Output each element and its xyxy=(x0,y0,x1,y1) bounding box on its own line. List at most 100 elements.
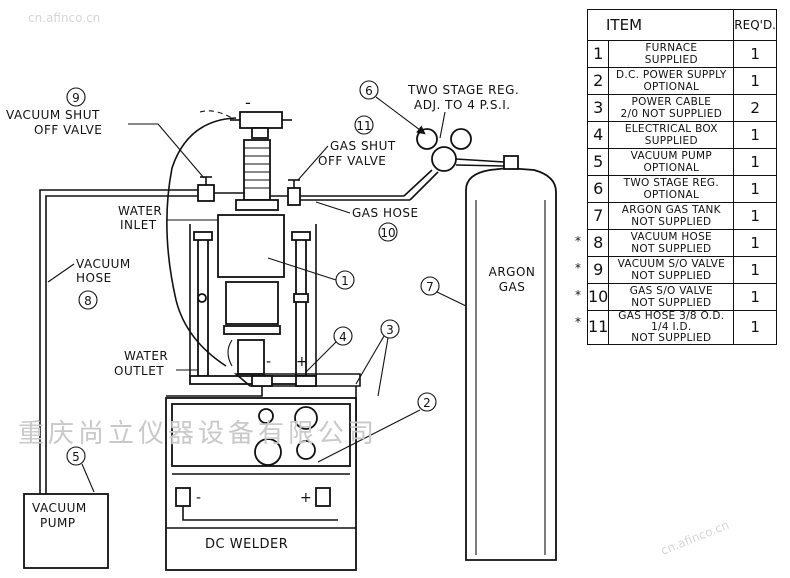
minus-mid: - xyxy=(266,354,272,370)
item-name: GAS S/O VALVE xyxy=(629,285,713,297)
callout-11: 11 xyxy=(356,119,371,133)
item-quantity: 1 xyxy=(733,256,777,284)
not-supplied-asterisk: * xyxy=(575,233,581,248)
water-outlet-label-line1: WATER xyxy=(124,349,168,363)
watermark-site: cn.afinco.cn xyxy=(659,518,731,558)
item-number: 5 xyxy=(586,148,610,176)
not-supplied-asterisk: * xyxy=(575,260,581,275)
callout-9: 9 xyxy=(72,91,80,105)
item-quantity: 2 xyxy=(733,94,777,122)
item-quantity: 1 xyxy=(733,310,777,345)
item-number: 4 xyxy=(586,121,610,149)
item-quantity: 1 xyxy=(733,175,777,203)
item-number: 1 xyxy=(586,40,610,68)
minus-top: - xyxy=(245,93,251,112)
dc-welder xyxy=(165,397,357,571)
item-name: D.C. POWER SUPPLY xyxy=(615,69,727,81)
furnace xyxy=(189,111,317,385)
gas-shutoff-valve xyxy=(287,187,301,206)
item-number: 10 xyxy=(586,283,610,311)
item-quantity: 1 xyxy=(733,148,777,176)
vacuum-shut-label-line2: OFF VALVE xyxy=(34,123,102,137)
item-status: SUPPLIED xyxy=(644,53,698,66)
item-status: NOT SUPPLIED xyxy=(631,215,712,228)
callout-2: 2 xyxy=(423,396,431,410)
item-name: VACUUM HOSE xyxy=(630,231,712,243)
item-name: GAS HOSE 3/8 O.D. 1/4 I.D. xyxy=(618,310,725,333)
item-number: 8 xyxy=(586,229,610,257)
item-quantity: 1 xyxy=(733,283,777,311)
gas-hose xyxy=(300,195,410,201)
item-status: OPTIONAL xyxy=(643,188,700,201)
not-supplied-asterisk: * xyxy=(575,287,581,302)
vacuum-hose-label-line2: HOSE xyxy=(76,271,112,285)
item-quantity: 1 xyxy=(733,229,777,257)
vacuum-hose-label-line1: VACUUM xyxy=(76,257,131,271)
callout-6: 6 xyxy=(365,84,373,98)
vacuum-hose xyxy=(39,189,244,494)
welder-plus: + xyxy=(300,490,312,506)
water-inlet-label-line2: INLET xyxy=(120,218,157,232)
callout-10: 10 xyxy=(380,226,395,240)
item-number: 6 xyxy=(586,175,610,203)
item-quantity: 1 xyxy=(733,67,777,95)
item-name: ARGON GAS TANK xyxy=(621,204,721,216)
item-status: NOT SUPPLIED xyxy=(631,296,712,309)
parts-table-header: ITEM REQ'D. xyxy=(586,9,777,41)
item-number: 3 xyxy=(586,94,610,122)
vacuum-pump-label-line1: VACUUM xyxy=(32,501,87,515)
item-description: GAS HOSE 3/8 O.D. 1/4 I.D.NOT SUPPLIED xyxy=(608,310,735,345)
item-name: POWER CABLE xyxy=(631,96,712,108)
item-name: TWO STAGE REG. xyxy=(623,177,719,189)
vacuum-shutoff-valve xyxy=(197,184,215,202)
gas-shut-label-line1: GAS SHUT xyxy=(330,139,396,153)
item-status: 2/0 NOT SUPPLIED xyxy=(620,107,723,120)
argon-label-line1: ARGON xyxy=(489,265,536,279)
callout-4: 4 xyxy=(339,330,347,344)
item-description: TWO STAGE REG.OPTIONAL xyxy=(608,175,735,203)
watermark-site-top: cn.afinco.cn xyxy=(28,11,100,25)
callout-7: 7 xyxy=(426,280,434,294)
callout-5: 5 xyxy=(72,450,80,464)
watermark-company: 重庆尚立仪器设备有限公司 xyxy=(18,419,378,449)
gas-shut-label-line2: OFF VALVE xyxy=(318,154,386,168)
argon-gas-tank: ARGON GAS xyxy=(465,155,557,561)
item-status: NOT SUPPLIED xyxy=(631,269,712,282)
water-outlet-label-line2: OUTLET xyxy=(114,364,164,378)
item-number: 9 xyxy=(586,256,610,284)
electrical-box xyxy=(233,373,361,387)
item-status: OPTIONAL xyxy=(643,161,700,174)
item-number: 7 xyxy=(586,202,610,230)
vacuum-pump xyxy=(23,493,109,569)
item-status: SUPPLIED xyxy=(644,134,698,147)
header-reqd: REQ'D. xyxy=(733,9,777,41)
callout-1: 1 xyxy=(341,274,349,288)
welder-minus: - xyxy=(196,490,202,506)
two-stage-label-line2: ADJ. TO 4 P.S.I. xyxy=(414,98,511,112)
item-number: 2 xyxy=(586,67,610,95)
item-quantity: 1 xyxy=(733,121,777,149)
item-name: VACUUM S/O VALVE xyxy=(617,258,726,270)
callout-3: 3 xyxy=(386,323,394,337)
item-status: NOT SUPPLIED xyxy=(631,332,712,344)
item-quantity: 1 xyxy=(733,40,777,68)
item-name: VACUUM PUMP xyxy=(630,150,712,162)
